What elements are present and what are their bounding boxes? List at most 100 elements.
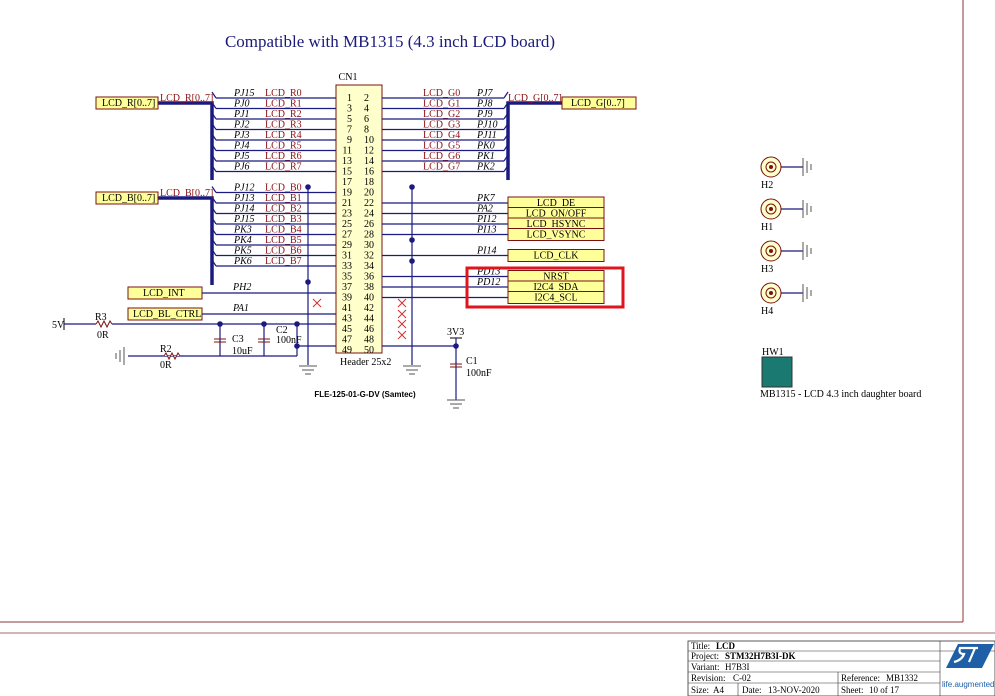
connector-body [335,84,383,354]
resistor-r2 [163,351,181,361]
net-label: PK1 [476,151,495,162]
net-label: PJ2 [233,120,250,131]
c1-ref: C1 [466,356,478,367]
net-label: PI13 [476,225,496,236]
pin-number: 1 [347,93,352,104]
mounting-hole-inner [765,203,777,215]
net-label: PK3 [233,225,252,236]
net-label: PK2 [476,162,495,173]
signal-label: LCD_G1 [423,99,460,110]
pin-number: 24 [364,209,374,220]
pin-number: 31 [342,251,352,262]
signal-label: LCD_R5 [265,141,302,152]
bus-r [158,101,214,180]
power-3v3: 3V3 [447,327,464,338]
net-label: PJ15 [233,214,255,225]
pin-number: 4 [364,104,369,115]
signal-label: LCD_B3 [265,214,302,225]
net-label: PI14 [476,246,496,257]
mounting-hole-inner [765,245,777,257]
signal-label: LCD_B5 [265,235,302,246]
port-lcd-r-text: LCD_R[0..7] [102,98,155,109]
pin-number: 8 [364,125,369,136]
bus-entry [211,186,217,193]
mounting-hole-ref: H3 [761,264,773,275]
pin-number: 16 [364,167,374,178]
pin-number: 43 [342,314,352,325]
signal-label: LCD_R3 [265,120,302,131]
pin-number: 37 [342,282,352,293]
mounting-hole-center [769,165,773,169]
signal-label: LCD_G5 [423,141,460,152]
pin-number: 11 [342,146,352,157]
right-control-ports: LCD_DEPK7LCD_ON/OFFPA2LCD_HSYNCPI12LCD_V… [382,193,605,304]
tb-size: A4 [713,685,724,695]
net-label: PK0 [476,141,495,152]
pin-number: 22 [364,198,374,209]
connector-part: FLE-125-01-G-DV (Samtec) [314,390,416,399]
pin-number: 28 [364,230,374,241]
pin-number: 2 [364,93,369,104]
ground-symbol-right [403,365,421,375]
signal-label: LCD_B7 [265,256,302,267]
ground-icon [802,242,812,260]
st-logo [946,644,994,668]
pin-number: 3 [347,104,352,115]
mounting-hole-ref: H4 [761,306,773,317]
ground-symbol-left [299,365,317,375]
connector-left-pin-numbers: 1357911131517192123252729313335373941434… [342,93,352,356]
ground-icon [802,200,812,218]
tb-revision: C-02 [733,673,751,683]
signal-label: LCD_R2 [265,109,302,120]
mounting-hole-ref: H1 [761,222,773,233]
tb-project-label: Project: [691,651,719,661]
pin-number: 6 [364,114,369,125]
ground-icon [802,284,812,302]
net-label: PA2 [476,204,493,215]
bus-b-label: LCD_B[0..7] [160,188,213,199]
port-lcd-b-text: LCD_B[0..7] [102,193,155,204]
c2-val: 100nF [276,335,302,346]
port-box [507,291,605,304]
pin-number: 44 [364,314,374,325]
pin-number: 42 [364,303,374,314]
st-logo-tagline: life.augmented [942,680,994,689]
net-label: PJ6 [233,162,250,173]
net-label: PJ3 [233,130,250,141]
tb-project: STM32H7B3I-DK [725,651,796,661]
pin-number: 45 [342,324,352,335]
bus-g [506,101,562,180]
net-label: PJ4 [233,141,250,152]
port-text: I2C4_SDA [533,282,579,293]
pin-number: 48 [364,335,374,346]
port-lcd-g-text: LCD_G[0..7] [571,98,625,109]
tb-date: 13-NOV-2020 [768,685,820,695]
sheet-title: Compatible with MB1315 (4.3 inch LCD boa… [225,32,555,51]
signal-label: LCD_R7 [265,162,302,173]
signal-label: LCD_G4 [423,130,460,141]
port-text: NRST [543,272,569,283]
signal-label: LCD_R1 [265,99,302,110]
net-ph2: PH2 [232,282,251,293]
net-label: PI12 [476,214,496,225]
pin-number: 35 [342,272,352,283]
connector-ref: CN1 [339,72,358,83]
bus-entry [503,91,509,99]
c2-ref: C2 [276,325,288,336]
r2-val: 0R [160,360,172,371]
port-text: LCD_CLK [534,251,580,262]
net-label: PJ0 [233,99,250,110]
connector-value: Header 25x2 [340,357,391,368]
port-lcd-b [95,191,159,205]
signal-label: LCD_G2 [423,109,460,120]
pin-number: 40 [364,293,374,304]
signal-label: LCD_B6 [265,246,302,257]
port-lcd-r [95,96,159,110]
tb-reference-label: Reference: [841,673,880,683]
ground-icon [802,158,812,176]
tb-size-label: Size: [691,685,709,695]
net-label: PJ5 [233,151,250,162]
net-pa1: PA1 [232,303,249,314]
